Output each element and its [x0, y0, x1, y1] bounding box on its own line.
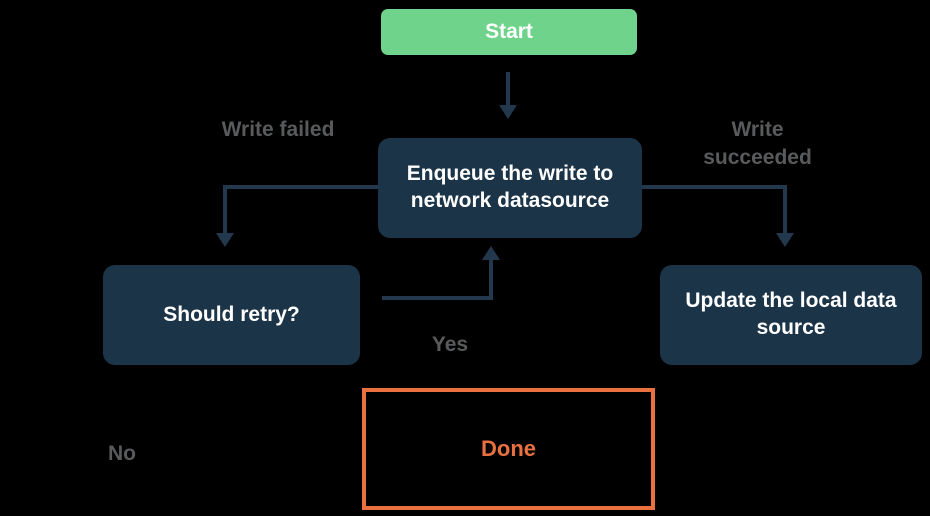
edge-line [783, 185, 787, 233]
edge-line [223, 185, 227, 233]
node-update-local-datasource: Update the local data source [660, 265, 922, 365]
node-enqueue-write: Enqueue the write to network datasource [378, 138, 642, 238]
node-should-retry: Should retry? [103, 265, 360, 365]
edge-label-write-failed: Write failed [221, 118, 335, 141]
edge-line [489, 260, 493, 300]
edge-label-no: No [108, 442, 136, 465]
edge-line [382, 296, 493, 300]
arrowhead-down-icon [499, 105, 517, 119]
arrowhead-down-icon [776, 233, 794, 247]
edge-line [506, 72, 510, 105]
edge-label-write-succeeded: Write succeeded [703, 118, 812, 169]
arrowhead-up-icon [482, 246, 500, 260]
edge-label-yes: Yes [431, 333, 469, 356]
edge-line [642, 185, 785, 189]
node-start: Start [381, 9, 637, 55]
edge-line [225, 185, 378, 189]
arrowhead-down-icon [216, 233, 234, 247]
node-done: Done [362, 388, 655, 510]
